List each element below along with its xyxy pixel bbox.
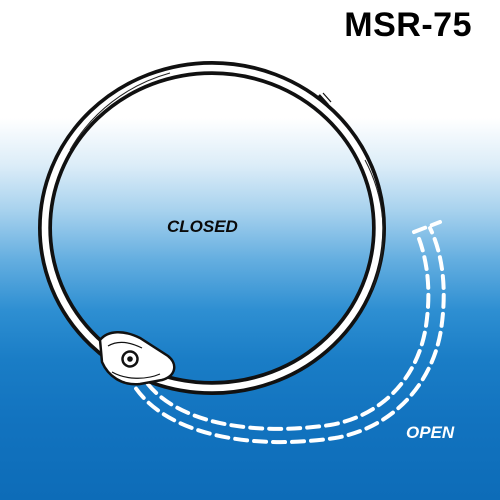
latch-notch bbox=[318, 92, 332, 106]
dashed-open-ring-icon bbox=[125, 220, 446, 445]
model-code-title: MSR-75 bbox=[344, 6, 472, 44]
binder-ring-icon bbox=[38, 61, 386, 395]
open-path-tip bbox=[412, 220, 442, 234]
closed-state-label: CLOSED bbox=[167, 217, 238, 236]
hinge-rivet-icon bbox=[98, 331, 176, 386]
open-state-label: OPEN bbox=[406, 423, 455, 442]
open-path-inner bbox=[136, 234, 431, 431]
open-path-outer bbox=[125, 226, 446, 445]
